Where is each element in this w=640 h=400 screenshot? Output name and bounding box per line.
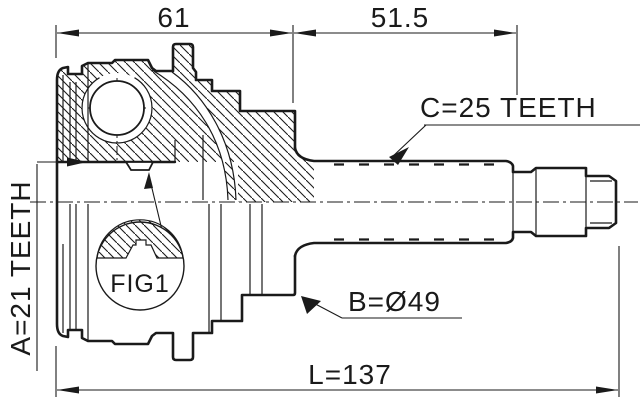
label-b-diameter: B=Ø49 [348, 286, 441, 317]
cage-boundary-curve [151, 69, 229, 201]
fig1-tooth-section [96, 219, 184, 259]
dimension-61: 61 [157, 2, 190, 33]
fig1-leader-arrow [144, 172, 153, 189]
wall-inner-curve [171, 71, 237, 201]
fig1-leader-line [149, 179, 163, 231]
dimension-l137: L=137 [308, 359, 392, 390]
arrowheads [57, 29, 618, 394]
interior-lines [62, 64, 612, 340]
section-hatching [57, 44, 314, 202]
label-a21-teeth: A=21 TEETH [5, 180, 36, 355]
detail-circle-fig1: FIG1 [95, 172, 185, 311]
fig1-detail-label: FIG1 [110, 270, 170, 298]
label-c25-teeth: C=25 TEETH [420, 92, 597, 123]
arrow-b49 [301, 296, 321, 314]
cage-arc-right [134, 77, 153, 139]
bore-spline-tooth [124, 161, 155, 171]
bell-profile [55, 42, 297, 362]
shaft-spline-marks [334, 163, 506, 241]
cage-arc-left [81, 77, 100, 139]
arrow-a21 [67, 157, 87, 167]
dimension-51-5: 51.5 [371, 2, 430, 33]
leader-c25 [390, 124, 427, 159]
arrow-c25 [389, 147, 409, 165]
bearing-ball [89, 80, 145, 136]
dimension-layer [36, 25, 640, 397]
race-arc-bottom [99, 137, 135, 144]
shaft-profile [293, 146, 618, 258]
